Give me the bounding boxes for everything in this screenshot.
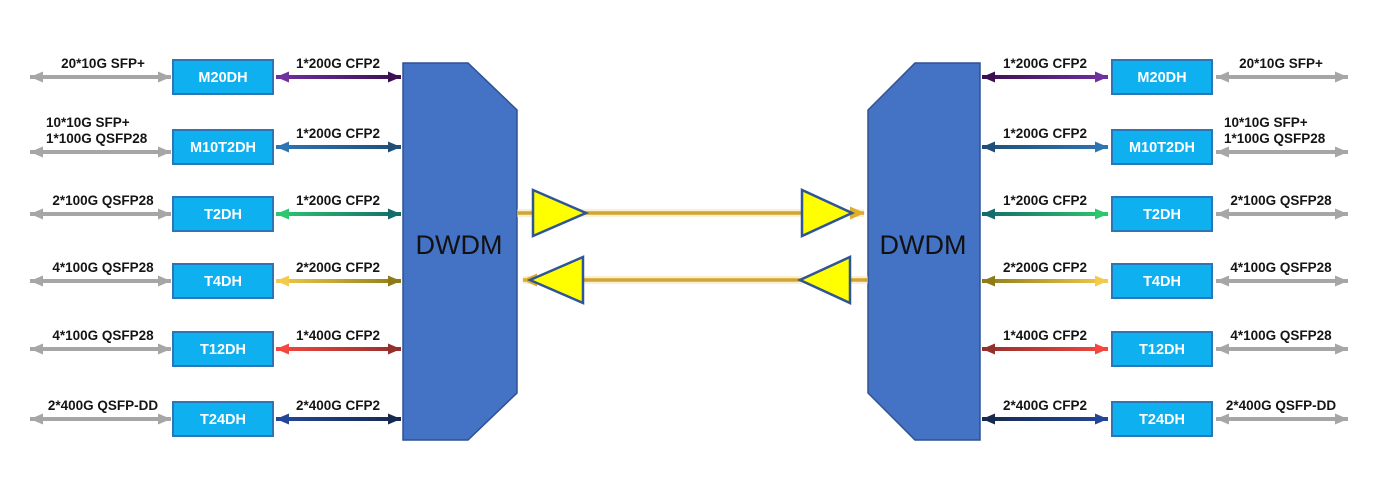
module-label: T12DH xyxy=(200,342,246,358)
client-label: 2*100G QSFP28 xyxy=(52,193,154,208)
client-label: 4*100G QSFP28 xyxy=(1230,260,1332,275)
client-label-line2: 1*100G QSFP28 xyxy=(46,131,148,146)
module-box xyxy=(1111,129,1213,165)
dwdm-label-left: DWDM xyxy=(416,230,503,260)
line-label: 1*200G CFP2 xyxy=(296,193,380,208)
line-label: 1*200G CFP2 xyxy=(296,126,380,141)
amplifier-icon xyxy=(526,255,585,305)
line-label: 1*200G CFP2 xyxy=(1003,193,1087,208)
line-label: 2*200G CFP2 xyxy=(296,260,380,275)
module-label: T24DH xyxy=(200,412,246,428)
module-label: M20DH xyxy=(198,70,247,86)
module-label: M10T2DH xyxy=(1129,140,1195,156)
amplifier-icon xyxy=(800,188,855,238)
line-label: 1*200G CFP2 xyxy=(1003,126,1087,141)
line-label: 2*200G CFP2 xyxy=(1003,260,1087,275)
module-label: T24DH xyxy=(1139,412,1185,428)
module-label: T4DH xyxy=(1143,274,1181,290)
line-label: 1*200G CFP2 xyxy=(296,56,380,71)
module-label: M10T2DH xyxy=(190,140,256,156)
module-box xyxy=(1111,263,1213,299)
line-label: 1*400G CFP2 xyxy=(296,328,380,343)
module-box xyxy=(1111,331,1213,367)
line-label: 1*200G CFP2 xyxy=(1003,56,1087,71)
module-box xyxy=(172,401,274,437)
dwdm-node-left xyxy=(402,62,518,441)
module-box xyxy=(172,129,274,165)
line-label: 2*400G CFP2 xyxy=(296,398,380,413)
client-label: 2*400G QSFP-DD xyxy=(1226,398,1337,413)
module-box xyxy=(172,263,274,299)
line-label: 1*400G CFP2 xyxy=(1003,328,1087,343)
client-label: 2*400G QSFP-DD xyxy=(48,398,159,413)
module-box xyxy=(1111,59,1213,95)
client-label: 10*10G SFP+ xyxy=(46,115,130,130)
module-box xyxy=(1111,196,1213,232)
amplifier-icon xyxy=(531,188,590,238)
dwdm-label-right: DWDM xyxy=(880,230,967,260)
amplifier-icon xyxy=(797,255,852,305)
line-label: 2*400G CFP2 xyxy=(1003,398,1087,413)
client-label: 20*10G SFP+ xyxy=(61,56,145,71)
client-label: 20*10G SFP+ xyxy=(1239,56,1323,71)
module-box xyxy=(172,331,274,367)
module-label: T4DH xyxy=(204,274,242,290)
module-label: T2DH xyxy=(1143,207,1181,223)
client-label: 4*100G QSFP28 xyxy=(52,260,154,275)
module-box xyxy=(1111,401,1213,437)
client-label-line2: 1*100G QSFP28 xyxy=(1224,131,1326,146)
client-label: 2*100G QSFP28 xyxy=(1230,193,1332,208)
module-label: M20DH xyxy=(1137,70,1186,86)
module-box xyxy=(172,196,274,232)
client-label: 4*100G QSFP28 xyxy=(1230,328,1332,343)
client-label: 4*100G QSFP28 xyxy=(52,328,154,343)
module-box xyxy=(172,59,274,95)
module-label: T12DH xyxy=(1139,342,1185,358)
client-label: 10*10G SFP+ xyxy=(1224,115,1308,130)
dwdm-node-right xyxy=(867,62,981,441)
module-label: T2DH xyxy=(204,207,242,223)
